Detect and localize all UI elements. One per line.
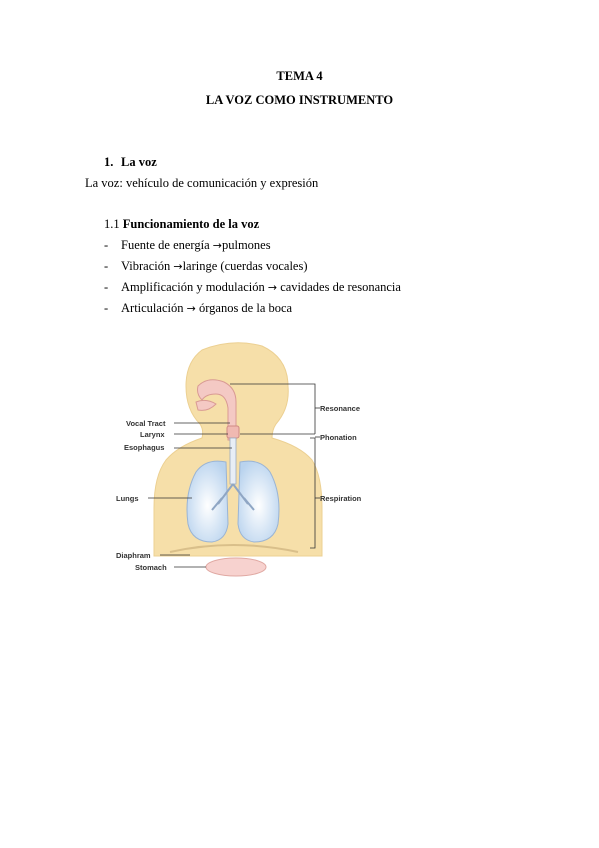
list-item-right: cavidades de resonancia [277, 280, 401, 294]
larynx-shape [226, 425, 240, 439]
label-phonation: Phonation [320, 433, 357, 442]
list-item: -Vibración →laringe (cuerdas vocales) [104, 259, 401, 280]
label-respiration: Respiration [320, 494, 362, 503]
list-dash: - [104, 280, 109, 294]
list-dash: - [104, 259, 109, 273]
list-item-right: laringe (cuerdas vocales) [182, 259, 308, 273]
list-dash: - [104, 238, 109, 252]
respiration-bracket [310, 437, 316, 549]
section-heading: 1. La voz [104, 155, 157, 170]
trachea-shape [229, 437, 237, 485]
label-vocal-tract: Vocal Tract [126, 419, 166, 428]
document-title-line1: TEMA 4 [276, 69, 323, 83]
left-lung-shape [186, 460, 229, 543]
vocal-tract-shape [197, 379, 237, 441]
arrow-icon: → [186, 302, 196, 315]
list-dash: - [104, 301, 109, 315]
label-larynx: Larynx [140, 430, 165, 439]
bronchi-shape [211, 483, 255, 511]
stomach-shape [205, 557, 267, 577]
intro-paragraph: La voz: vehículo de comunicación y expre… [85, 176, 319, 190]
label-resonance: Resonance [320, 404, 360, 413]
function-list: -Fuente de energía →pulmones -Vibración … [104, 238, 401, 322]
subsection-heading: 1.1 Funcionamiento de la voz [104, 217, 259, 232]
list-item: -Amplificación y modulación → cavidades … [104, 280, 401, 301]
arrow-icon: → [173, 260, 183, 273]
list-item-left: Fuente de energía [121, 238, 210, 252]
document-title-line2: LA VOZ COMO INSTRUMENTO [205, 93, 394, 107]
label-stomach: Stomach [135, 563, 167, 572]
subsection-title: Funcionamiento de la voz [122, 217, 260, 231]
section-number: 1. [104, 155, 114, 169]
list-item: -Fuente de energía →pulmones [104, 238, 401, 259]
mouth-shape [195, 399, 217, 411]
resonance-bracket [230, 383, 316, 434]
list-item-left: Amplificación y modulación [121, 280, 265, 294]
label-lungs: Lungs [116, 494, 139, 503]
label-esophagus: Esophagus [124, 443, 164, 452]
label-diaphram: Diaphram [116, 551, 151, 560]
list-item-right: pulmones [221, 238, 271, 252]
section-title: La voz [121, 155, 157, 169]
list-item: -Articulación → órganos de la boca [104, 301, 401, 322]
arrow-icon: → [267, 281, 278, 294]
list-item-left: Articulación [121, 301, 184, 315]
right-lung-shape [237, 460, 280, 543]
arrow-icon: → [212, 239, 222, 252]
list-item-left: Vibración [121, 259, 171, 273]
subsection-number: 1.1 [104, 217, 120, 231]
list-item-right: órganos de la boca [195, 301, 293, 315]
diaphragm-shape [169, 544, 299, 553]
vocal-anatomy-diagram: Vocal Tract Larynx Esophagus Lungs Diaph… [116, 342, 362, 577]
